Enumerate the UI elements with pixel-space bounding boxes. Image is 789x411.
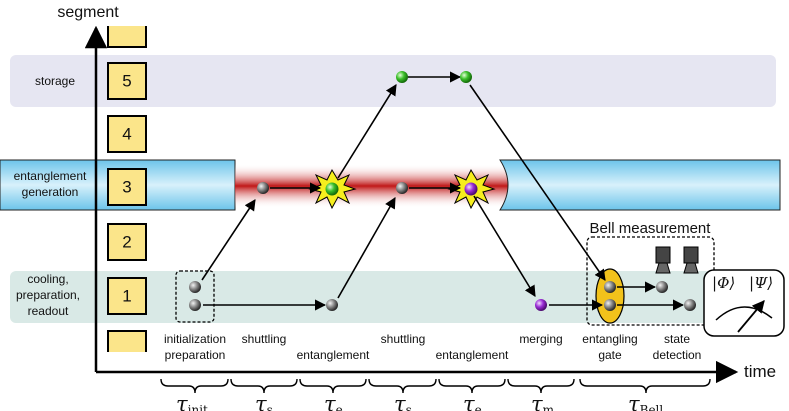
segment-label-5: 5 (122, 72, 131, 91)
trajectory-arrows (201, 71, 685, 311)
brace-entanglement-2 (438, 378, 506, 394)
step-label-init-line1: initialization (164, 332, 226, 346)
tau-bell: τBell (628, 392, 663, 411)
detector-icon-2 (683, 246, 699, 274)
step-label-merging: merging (519, 332, 562, 346)
ion-gate-lower (604, 299, 616, 311)
step-label-init-line2: preparation (165, 348, 226, 362)
ion-storage-green-1 (396, 71, 408, 83)
initialization-box (175, 270, 215, 323)
detector-icon-1 (655, 246, 671, 274)
ion-init-upper (189, 281, 201, 293)
ion-shuttled-2 (396, 182, 408, 194)
segment-label-3: 3 (122, 178, 131, 197)
entangling-gate-ellipse (595, 268, 625, 324)
segment-box-5 (107, 62, 147, 100)
storage-zone-label: storage (35, 74, 75, 88)
brace-bell (579, 378, 711, 394)
ket-psi: |Ψ⟩ (749, 274, 773, 292)
ion-detect-upper (656, 281, 668, 293)
brace-init (160, 378, 229, 394)
brace-merging (507, 378, 575, 394)
y-axis-label: segment (57, 4, 119, 21)
bell-measurement-label: Bell measurement (590, 220, 712, 237)
step-label-entanglement-2: entanglement (436, 348, 509, 362)
brace-shuttling-2 (368, 378, 437, 394)
cooling-zone-label-line3: readout (28, 304, 69, 318)
tau-merging: τm (531, 392, 555, 411)
entanglement-zone-fiber-right (499, 159, 781, 211)
entanglement-zone-label-line1: entanglement (14, 169, 87, 183)
segment-box-1 (107, 277, 147, 315)
meter-gauge (703, 269, 785, 337)
ion-storage-green-2 (460, 71, 472, 83)
ion-waiting (326, 299, 338, 311)
ion-entangled-green (325, 182, 339, 196)
cooling-zone-label-line2: preparation, (16, 288, 80, 302)
brace-shuttling-1 (230, 378, 298, 394)
segment-column (107, 26, 147, 352)
step-label-gate-line1: entangling (582, 332, 637, 346)
segment-box-top-partial (107, 26, 147, 48)
tau-shuttling-2: τs (394, 392, 412, 411)
ion-entangled-purple (464, 182, 478, 196)
ion-gate-upper (604, 281, 616, 293)
step-label-shuttling-1: shuttling (242, 332, 287, 346)
cooling-zone-band (10, 271, 776, 323)
step-label-shuttling-2: shuttling (381, 332, 426, 346)
ket-phi: |Φ⟩ (712, 274, 735, 292)
brace-entanglement-1 (299, 378, 367, 394)
step-label-gate-line2: gate (598, 348, 622, 362)
ion-detect-lower (684, 299, 696, 311)
segment-box-4 (107, 115, 147, 153)
cooling-zone-label-line1: cooling, (27, 272, 68, 286)
tau-entanglement-2: τe (463, 392, 482, 411)
ion-merging-purple (535, 299, 547, 311)
ion-init-lower (189, 299, 201, 311)
segment-label-2: 2 (122, 233, 131, 252)
tau-shuttling-1: τs (255, 392, 273, 411)
segment-box-2 (107, 223, 147, 261)
tau-init: τinit (176, 392, 208, 411)
segment-box-3 (107, 168, 147, 206)
ion-shuttled-1 (257, 182, 269, 194)
entanglement-zone-label-line2: generation (22, 185, 79, 199)
step-label-entanglement-1: entanglement (297, 348, 370, 362)
segment-label-1: 1 (122, 287, 131, 306)
storage-zone-band (10, 55, 776, 107)
segment-label-4: 4 (122, 125, 131, 144)
x-axis-label: time (744, 362, 776, 381)
tau-entanglement-1: τe (324, 392, 343, 411)
time-braces (160, 378, 711, 394)
step-label-detection-line2: detection (653, 348, 702, 362)
step-label-detection-line1: state (664, 332, 690, 346)
segment-box-bottom-partial (107, 330, 147, 352)
